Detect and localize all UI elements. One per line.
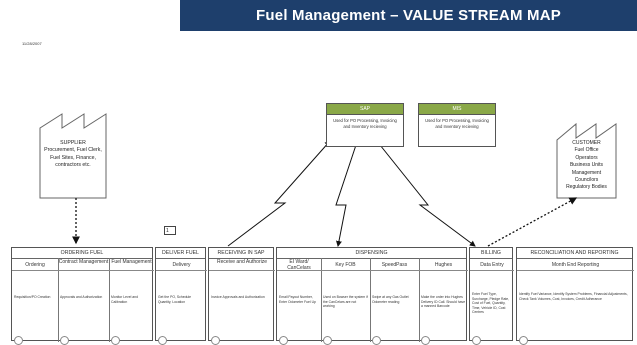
process-header: DISPENSING bbox=[277, 248, 466, 259]
sub-process: Receive and Authorize Invoice Approvals … bbox=[209, 258, 275, 345]
sub-process-title: Ordering bbox=[12, 258, 58, 271]
sub-process: Hughes Make the order into Hughes Delive… bbox=[419, 258, 468, 345]
process-header: ORDERING FUEL bbox=[12, 248, 152, 259]
sub-process-title: Hughes bbox=[419, 258, 468, 271]
system-name: SAP bbox=[327, 104, 403, 115]
sub-process-desc: Enter Fuel Type, Surcharge, Pledge Rate,… bbox=[472, 292, 510, 315]
process-ordering-fuel: ORDERING FUEL Ordering Requisition/PO Cr… bbox=[11, 247, 154, 345]
customer-heading: CUSTOMER bbox=[572, 140, 601, 146]
supplier-label-block: SUPPLIER Procurement, Fuel Clerk, Fuel S… bbox=[40, 140, 106, 170]
billing-to-customer-connector bbox=[487, 197, 578, 247]
process-header: RECEIVING IN SAP bbox=[209, 248, 273, 259]
sub-process-title: EI Ward/ CanCelars bbox=[277, 258, 321, 271]
process-receiving-in-sap: RECEIVING IN SAP Receive and Authorize I… bbox=[208, 247, 275, 345]
sub-process-desc: Swipe at any Gas Outlet Odometer reading bbox=[372, 295, 409, 304]
map-date: 11/28/2007 bbox=[22, 41, 42, 46]
sap-to-dispensing-lightning bbox=[335, 144, 357, 247]
sub-process-title: Month End Reporting bbox=[517, 258, 634, 271]
sub-process-title: Fuel Management bbox=[109, 258, 154, 271]
sub-process: Delivery Get the PO, Schedule Quantity, … bbox=[156, 258, 207, 345]
system-box-sap: SAP Used for PO Processing, Invoicing an… bbox=[326, 103, 404, 147]
sub-process: Data Entry Enter Fuel Type, Surcharge, P… bbox=[470, 258, 514, 345]
process-header: RECONCILIATION AND REPORTING bbox=[517, 248, 632, 259]
sub-process-desc: Monitor Level and Calibration bbox=[111, 295, 138, 304]
sub-process-desc: Get the PO, Schedule Quantity, Location bbox=[158, 295, 191, 304]
customer-line: Councilors bbox=[574, 177, 599, 184]
supplier-factory-icon bbox=[39, 113, 107, 199]
sub-process-desc: Used on Bowser the system if the CanCela… bbox=[323, 295, 368, 309]
customer-line: Fuel Office bbox=[574, 147, 599, 154]
sub-process-desc: Approvals and Authorization bbox=[60, 295, 103, 299]
page-title: Fuel Management – VALUE STREAM MAP bbox=[256, 7, 561, 24]
customer-line: Regulatory Bodies bbox=[566, 184, 607, 191]
process-dispensing: DISPENSING EI Ward/ CanCelars Email Payo… bbox=[276, 247, 468, 345]
supplier-line: Fuel Sites, Finance, bbox=[50, 154, 96, 161]
supplier-line: contractors etc. bbox=[55, 162, 91, 169]
sub-process-title: Data Entry bbox=[470, 258, 514, 271]
customer-line: Operators bbox=[575, 154, 598, 161]
sub-process-desc: Email Payout Number, Enter Odometer Fuel… bbox=[279, 295, 316, 304]
sub-process-desc: Requisition/PO Creation bbox=[14, 295, 51, 299]
sub-process: Contract Management Approvals and Author… bbox=[58, 258, 110, 345]
sub-process: Key FOB Used on Bowser the system if the… bbox=[321, 258, 371, 345]
sap-to-billing-lightning bbox=[379, 144, 476, 247]
sub-process-title: Receive and Authorize bbox=[209, 258, 275, 271]
supplier-heading: SUPPLIER bbox=[60, 140, 86, 146]
sub-process-title: Contract Management bbox=[58, 258, 109, 271]
sub-process-desc: Identify Fuel Variance, Identify System … bbox=[519, 292, 628, 301]
customer-factory-icon bbox=[556, 122, 617, 199]
sub-process: EI Ward/ CanCelars Email Payout Number, … bbox=[277, 258, 322, 345]
system-description: Used for PO Processing, Invoicing and In… bbox=[425, 118, 489, 129]
sub-process-title: Key FOB bbox=[321, 258, 370, 271]
sub-process: Fuel Management Monitor Level and Calibr… bbox=[109, 258, 154, 345]
system-description: Used for PO Processing, Invoicing and In… bbox=[333, 118, 397, 129]
system-box-mis: MIS Used for PO Processing, Invoicing an… bbox=[418, 103, 496, 147]
title-banner: Fuel Management – VALUE STREAM MAP bbox=[180, 0, 637, 31]
sub-process-title: Delivery bbox=[156, 258, 207, 271]
customer-line: Management bbox=[571, 169, 602, 176]
process-deliver-fuel: DELIVER FUEL Delivery Get the PO, Schedu… bbox=[155, 247, 207, 345]
process-billing: BILLING Data Entry Enter Fuel Type, Surc… bbox=[469, 247, 514, 345]
customer-line: Business Units bbox=[569, 162, 604, 169]
process-header: DELIVER FUEL bbox=[156, 248, 205, 259]
supplier-line: Procurement, Fuel Clerk, bbox=[44, 147, 102, 154]
sub-process-title: SpeedPass bbox=[370, 258, 419, 271]
sub-process: Month End Reporting Identify Fuel Varian… bbox=[517, 258, 634, 345]
receiving-to-sap-lightning bbox=[227, 140, 331, 247]
sub-process-desc: Invoice Approvals and Authorization bbox=[211, 295, 265, 299]
system-name: MIS bbox=[419, 104, 495, 115]
process-reconciliation-reporting: RECONCILIATION AND REPORTING Month End R… bbox=[516, 247, 634, 345]
process-header: BILLING bbox=[470, 248, 512, 259]
timeline-marker: 1 bbox=[164, 226, 176, 235]
sub-process: Ordering Requisition/PO Creation bbox=[12, 258, 59, 345]
sub-process: SpeedPass Swipe at any Gas Outlet Odomet… bbox=[370, 258, 420, 345]
customer-label-block: CUSTOMER Fuel Office Operators Business … bbox=[557, 140, 616, 192]
sub-process-desc: Make the order into Hughes Delivery ID C… bbox=[421, 295, 466, 309]
